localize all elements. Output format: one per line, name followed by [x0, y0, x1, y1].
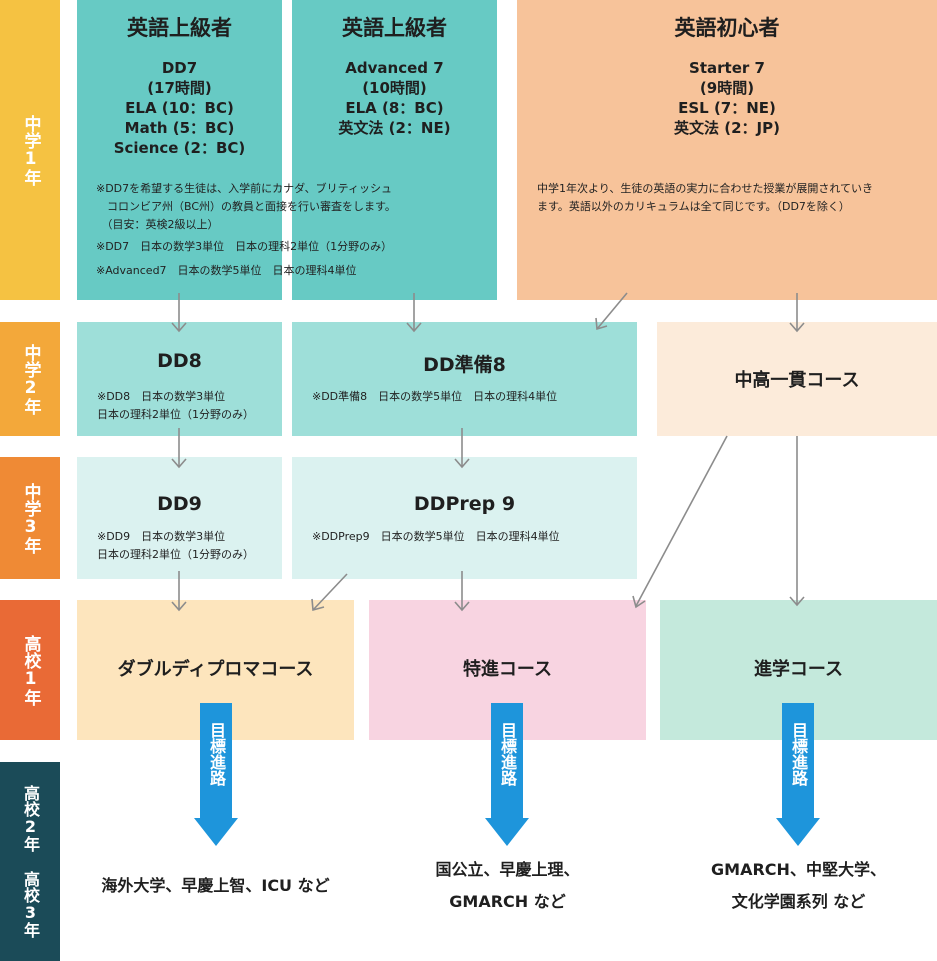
advanced7-heading: 英語上級者: [342, 16, 447, 40]
dd7-note-interview: ※DD7を希望する生徒は、入学前にカナダ、ブリティッシュ コロンビア州（BC州）…: [96, 182, 396, 231]
double-diploma-box: ダブルディプロマコース: [77, 600, 354, 740]
grade-tab-high1: 高校1年: [0, 600, 60, 740]
double-diploma-title: ダブルディプロマコース: [117, 659, 314, 680]
dd8-box: [77, 322, 282, 436]
dd7-course-lines: DD7 (17時間) ELA (10：BC) Math (5：BC) Scien…: [113, 59, 246, 157]
arrow-ikkan-tokushin: [635, 435, 728, 607]
starter7-heading: 英語初心者: [674, 16, 780, 40]
grade-tab-junior3: 中学3年: [0, 457, 60, 579]
grade-tab-high2-3: 高校2年 高校3年: [0, 762, 60, 961]
grade-label: 中学1年: [20, 114, 41, 186]
dd7-heading: 英語上級者: [127, 16, 232, 40]
grade-label: 中学2年: [20, 343, 41, 415]
starter7-note: 中学1年次より、生徒の英語の実力に合わせた授業が展開されていき ます。英語以外の…: [537, 182, 874, 213]
tokushin-title: 特進コース: [462, 659, 553, 680]
target-label-3: 目標進路: [789, 722, 808, 786]
grade-label: 中学3年: [20, 482, 41, 554]
ddprep9-title: DDPrep 9: [413, 493, 516, 515]
shingaku-title: 進学コース: [753, 659, 844, 680]
advanced7-box: [292, 0, 497, 300]
ikkan-course-title: 中高一貫コース: [734, 370, 860, 391]
ddprep8-note: ※DD準備8 日本の数学5単位 日本の理科4単位: [312, 390, 558, 403]
dd8-title: DD8: [157, 350, 202, 372]
grade-label: 高校2年 高校3年: [21, 785, 40, 938]
ddprep9-note: ※DDPrep9 日本の数学5単位 日本の理科4単位: [312, 530, 560, 543]
destination-shingaku: GMARCH、中堅大学、 文化学園系列 など: [711, 860, 886, 911]
starter7-box: [517, 0, 937, 300]
dd9-box: [77, 457, 282, 579]
dd9-title: DD9: [157, 493, 202, 515]
tokushin-box: 特進コース: [369, 600, 646, 740]
target-label-2: 目標進路: [498, 722, 517, 786]
grade-tab-junior1: 中学1年: [0, 0, 60, 300]
ddprep8-box: [292, 322, 637, 436]
starter7-course-lines: Starter 7 (9時間) ESL (7：NE) 英文法 (2：JP): [674, 59, 780, 137]
advanced7-note-units: ※Advanced7 日本の数学5単位 日本の理科4単位: [96, 264, 357, 277]
advanced7-course-lines: Advanced 7 (10時間) ELA (8：BC) 英文法 (2：NE): [338, 59, 451, 137]
destination-tokushin: 国公立、早慶上理、 GMARCH など: [435, 860, 580, 911]
dd7-note-units: ※DD7 日本の数学3単位 日本の理科2単位（1分野のみ）: [96, 240, 393, 253]
ddprep9-box: [292, 457, 637, 579]
destination-double: 海外大学、早慶上智、ICU など: [101, 876, 330, 895]
ddprep8-title: DD準備8: [423, 354, 506, 376]
shingaku-box: 進学コース: [660, 600, 937, 740]
dd9-note: ※DD9 日本の数学3単位 日本の理科2単位（1分野のみ）: [97, 530, 254, 561]
target-label-1: 目標進路: [207, 722, 226, 786]
grade-tab-junior2: 中学2年: [0, 322, 60, 436]
dd8-note: ※DD8 日本の数学3単位 日本の理科2単位（1分野のみ）: [97, 390, 254, 421]
ikkan-course-box: 中高一貫コース: [657, 322, 937, 436]
grade-label: 高校1年: [20, 634, 41, 706]
dd7-box: [77, 0, 282, 300]
